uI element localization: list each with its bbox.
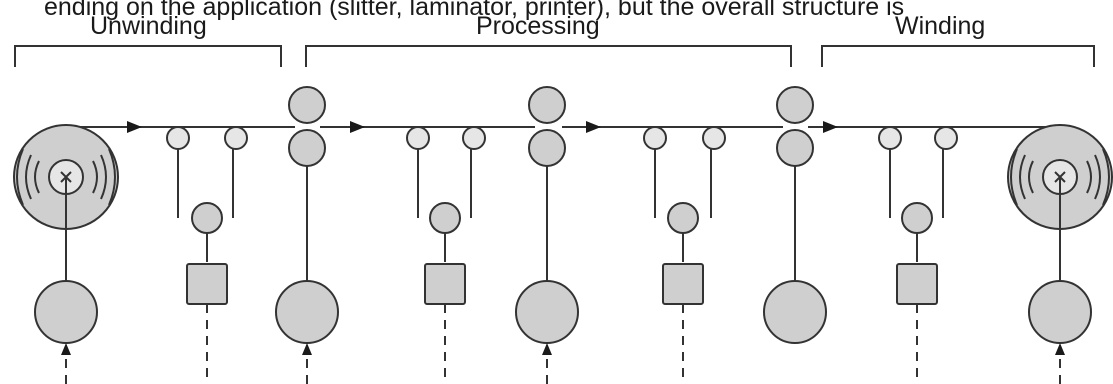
section-label-winding: Winding bbox=[895, 12, 985, 40]
bracket-unwinding bbox=[14, 45, 282, 67]
tension-sensors bbox=[186, 263, 938, 305]
web-direction-arrow bbox=[127, 121, 142, 133]
caption-fragment: ending on the application (slitter, lami… bbox=[44, 0, 904, 21]
web-direction-arrow bbox=[586, 121, 601, 133]
nip-roller-pairs bbox=[288, 86, 814, 167]
dancer-rollers bbox=[191, 202, 933, 234]
bracket-winding bbox=[821, 45, 1095, 67]
idler-rollers bbox=[166, 126, 958, 150]
bracket-processing bbox=[305, 45, 792, 67]
web-direction-arrow bbox=[350, 121, 365, 133]
section-label-processing: Processing bbox=[476, 12, 600, 40]
signal-lines bbox=[61, 304, 1065, 384]
section-label-unwinding: Unwinding bbox=[90, 12, 207, 40]
web-direction-arrow bbox=[823, 121, 838, 133]
